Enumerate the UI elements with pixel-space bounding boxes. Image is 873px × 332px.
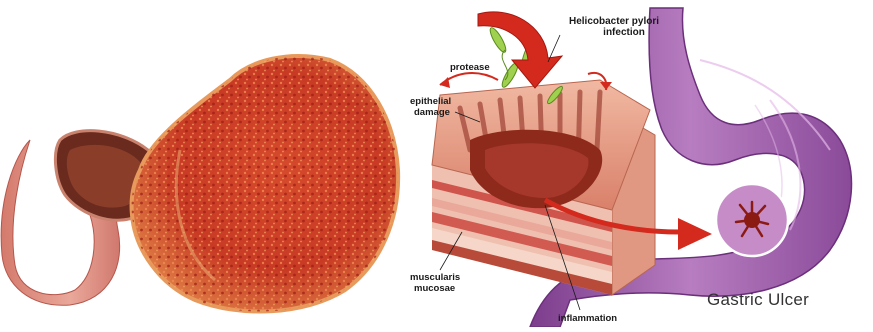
h-pylori-label: Helicobacter pylori infection (569, 16, 659, 38)
epithelial-damage-label: epithelial damage (410, 96, 451, 118)
gastric-ulcer-title: Gastric Ulcer (707, 290, 809, 310)
protease-label: protease (450, 62, 490, 73)
inflammation-label: inflammation (558, 313, 617, 324)
muscularis-mucosae-label: muscularis mucosae (410, 272, 460, 294)
stomach-cross-section-image (1, 56, 398, 311)
ulcer-highlight-circle (716, 184, 788, 256)
